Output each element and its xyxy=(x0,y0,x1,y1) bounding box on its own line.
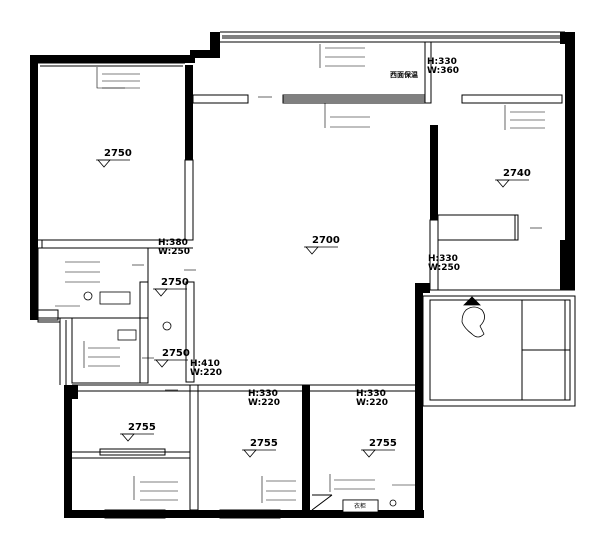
tlb-wall-right-lower xyxy=(184,159,194,241)
cabinet-label: 衣柜 xyxy=(354,502,366,510)
ceiling-marker xyxy=(155,359,169,368)
opening-bath: H:410 W:220 xyxy=(190,359,222,378)
ceiling-label: 2755 xyxy=(128,422,156,433)
corridor-column xyxy=(139,281,149,319)
bath-column xyxy=(139,317,149,384)
fixture-circle-1 xyxy=(83,291,93,301)
ceiling-marker xyxy=(121,433,135,442)
opening-w: W:360 xyxy=(427,66,459,76)
bay-area xyxy=(422,295,576,407)
ceiling-living-room: 2700 xyxy=(304,235,340,255)
ceiling-marker xyxy=(243,449,257,458)
wall-right-bedroom-left xyxy=(430,125,438,220)
fixture-rect-1 xyxy=(99,291,131,305)
ceiling-marker xyxy=(362,449,376,458)
top-opening-post xyxy=(424,41,432,104)
fixture-circle-2 xyxy=(162,321,172,331)
ceiling-marker xyxy=(496,179,510,188)
wall-right xyxy=(565,40,575,290)
opening-bottom-mid: H:330 W:220 xyxy=(248,389,280,408)
ceiling-right-bedroom: 2740 xyxy=(495,168,531,188)
partition-top-left xyxy=(192,94,249,104)
opening-left-bedroom: H:380 W:250 xyxy=(158,238,190,257)
opening-labels: H:330 W:360 H:380 W:250 H:330 W:250 H:41… xyxy=(158,57,460,408)
opening-h: H:330 xyxy=(427,57,457,67)
opening-h: H:330 xyxy=(248,389,278,399)
opening-right-bedroom: H:330 W:250 xyxy=(428,254,460,273)
bottom-window-mid xyxy=(219,509,281,519)
ceiling-marker xyxy=(305,246,319,255)
north-arrow xyxy=(463,296,481,306)
wall-step-vertical xyxy=(210,32,220,54)
left-door-strip xyxy=(37,317,61,323)
fixture-rect-2 xyxy=(117,329,137,341)
ceiling-label: 2750 xyxy=(161,277,189,288)
ceiling-bathroom: 2750 xyxy=(154,348,190,368)
wall-left-top xyxy=(30,55,38,320)
ceiling-left-corridor: 2750 xyxy=(153,277,189,297)
opening-w: W:220 xyxy=(190,368,222,378)
ceiling-label: 2750 xyxy=(104,148,132,159)
wall-top-left xyxy=(30,55,195,63)
interior-walls xyxy=(37,31,576,519)
ceiling-label: 2755 xyxy=(250,438,278,449)
step-line-diag xyxy=(311,494,333,511)
ceiling-markers: 2750 2700 2740 2750 2750 2755 xyxy=(96,148,531,458)
ceiling-label: 2740 xyxy=(503,168,531,179)
opening-w: W:220 xyxy=(248,398,280,408)
bl-right-wall xyxy=(189,384,199,511)
wall-top-left-bedroom-right xyxy=(185,65,193,160)
stair-1 xyxy=(37,309,59,321)
ceiling-marker xyxy=(154,288,168,297)
annotation-stacks xyxy=(55,44,545,503)
outer-walls xyxy=(30,32,575,518)
leader xyxy=(96,67,125,89)
ceiling-label: 2700 xyxy=(312,235,340,246)
ceiling-label: 2755 xyxy=(369,438,397,449)
opening-w: W:250 xyxy=(428,263,460,273)
wall-mid-vertical-1 xyxy=(302,385,310,515)
opening-w: W:220 xyxy=(356,398,388,408)
cabinet-box xyxy=(342,499,379,513)
wall-left-bottom xyxy=(64,385,72,515)
opening-w: W:250 xyxy=(158,247,190,257)
opening-h: H:330 xyxy=(428,254,458,264)
ceiling-label: 2750 xyxy=(162,348,190,359)
opening-h: H:380 xyxy=(158,238,188,248)
bottom-window-left xyxy=(104,509,166,519)
wall-bay-left xyxy=(420,283,430,293)
wall-right-room-right xyxy=(560,240,575,290)
opening-h: H:330 xyxy=(356,389,386,399)
person-figure xyxy=(461,306,485,338)
fixtures xyxy=(83,291,485,507)
corridor-box xyxy=(37,247,149,319)
wall-bottom-right-outer xyxy=(415,283,423,518)
rb-wardrobe xyxy=(437,214,519,241)
opening-h: H:410 xyxy=(190,359,220,369)
ceiling-marker xyxy=(97,159,111,168)
ceiling-bottom-middle-room: 2755 xyxy=(242,438,278,458)
bl-split-window xyxy=(99,448,166,456)
fixture-circle-3 xyxy=(389,499,397,507)
wall-left-notch xyxy=(64,385,78,399)
wall-top-step xyxy=(190,50,220,58)
partition-top-right xyxy=(461,94,563,104)
ceiling-bottom-right-room: 2755 xyxy=(361,438,397,458)
wall-bottom xyxy=(64,510,424,518)
corridor-right-wall xyxy=(185,281,195,383)
opening-bottom-right: H:330 W:220 xyxy=(356,389,388,408)
opening-top: H:330 W:360 xyxy=(427,57,459,76)
bath-box xyxy=(71,317,149,384)
west-insulation-label: 西面保温 xyxy=(390,70,418,79)
ceiling-bottom-left-room: 2755 xyxy=(120,422,156,442)
ceiling-top-left-bedroom: 2750 xyxy=(96,148,132,168)
